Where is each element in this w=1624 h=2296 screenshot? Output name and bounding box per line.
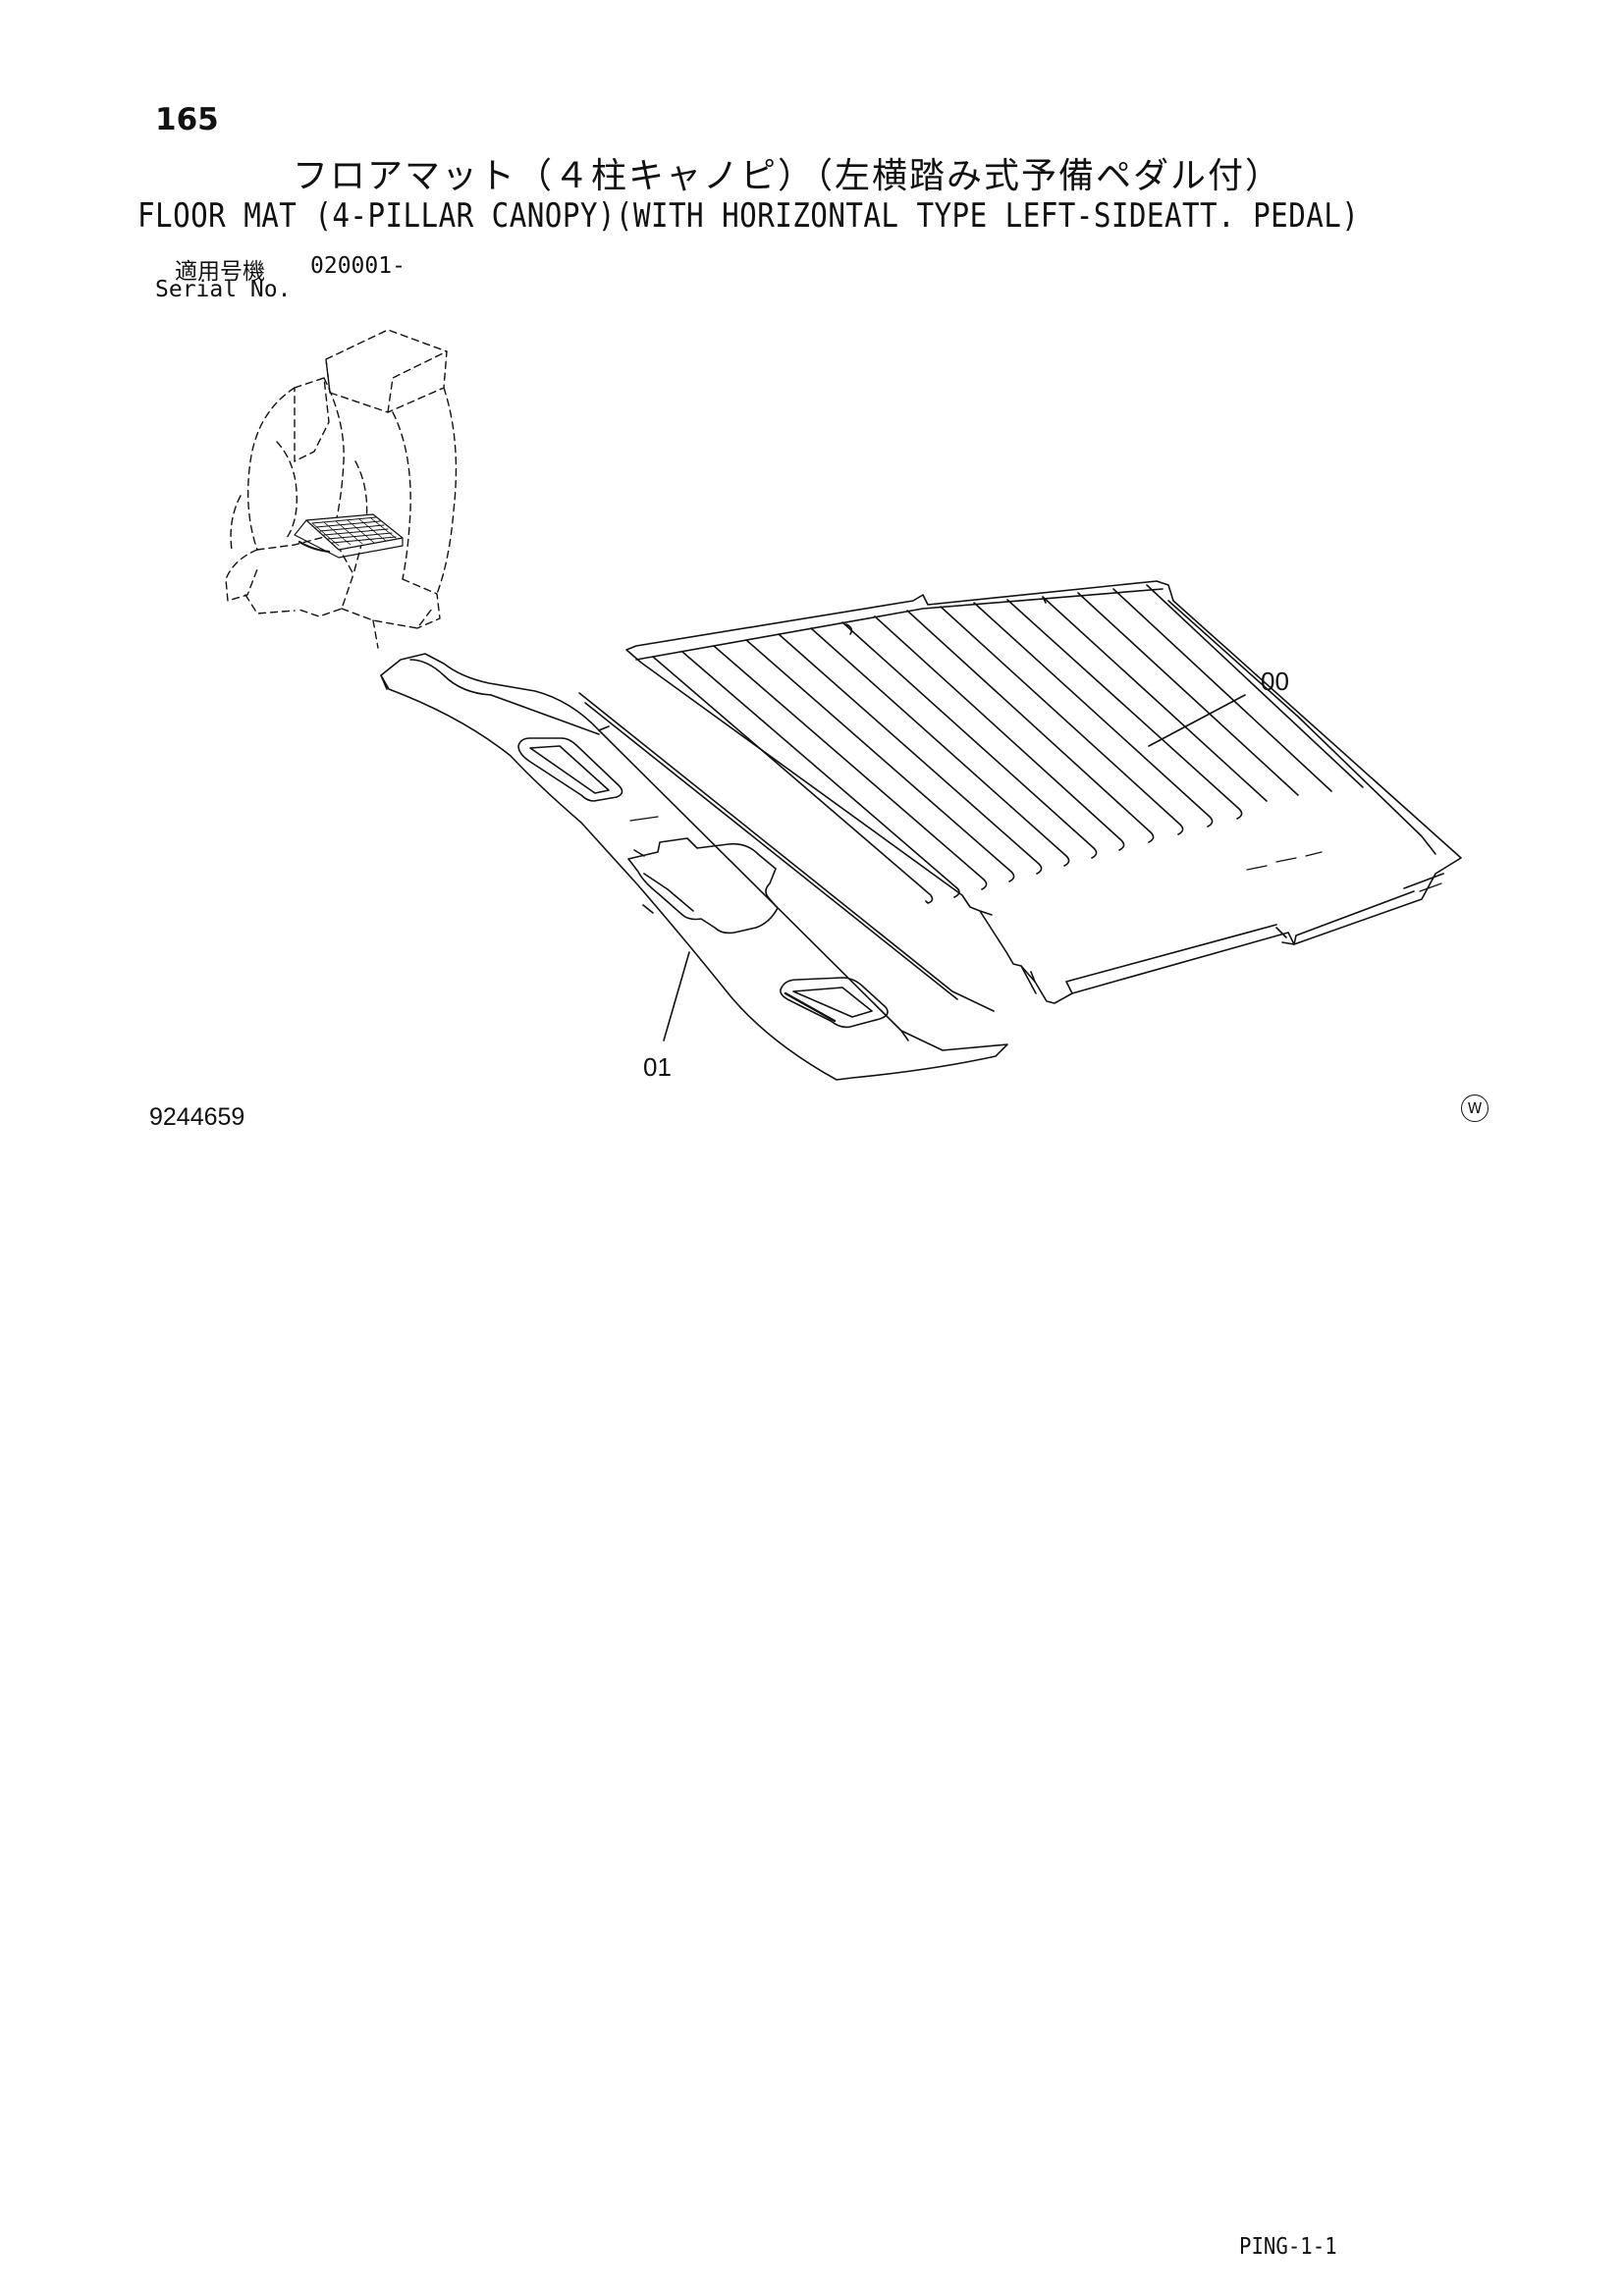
leader-line-00 — [1148, 694, 1246, 747]
page-number: 165 — [155, 102, 219, 137]
floor-mat-exploded-diagram: 00 01 — [225, 329, 1462, 1082]
w-circle-icon: W — [1461, 1095, 1489, 1122]
callout-01: 01 — [643, 1052, 672, 1082]
page-title-english: FLOOR MAT (4-PILLAR CANOPY)(WITH HORIZON… — [137, 196, 1360, 236]
inset-highlighted-floor-mat — [294, 513, 404, 559]
serial-number-value: 020001- — [310, 253, 406, 279]
serial-label-japanese: 適用号機 — [175, 259, 265, 285]
serial-label-english: Serial No. — [155, 277, 292, 302]
page-title-japanese: フロアマット（４柱キャノピ）（左横踏み式予備ペダル付） — [293, 156, 1283, 196]
callout-00: 00 — [1261, 667, 1289, 696]
part-00-floor-mat — [625, 580, 1462, 1004]
part-01-side-mat — [380, 653, 1008, 1081]
leader-line-01 — [663, 951, 690, 1041]
drawing-number: 9244659 — [149, 1103, 245, 1131]
cab-location-inset — [225, 329, 458, 649]
page-code: PING-1-1 — [1239, 2234, 1337, 2260]
